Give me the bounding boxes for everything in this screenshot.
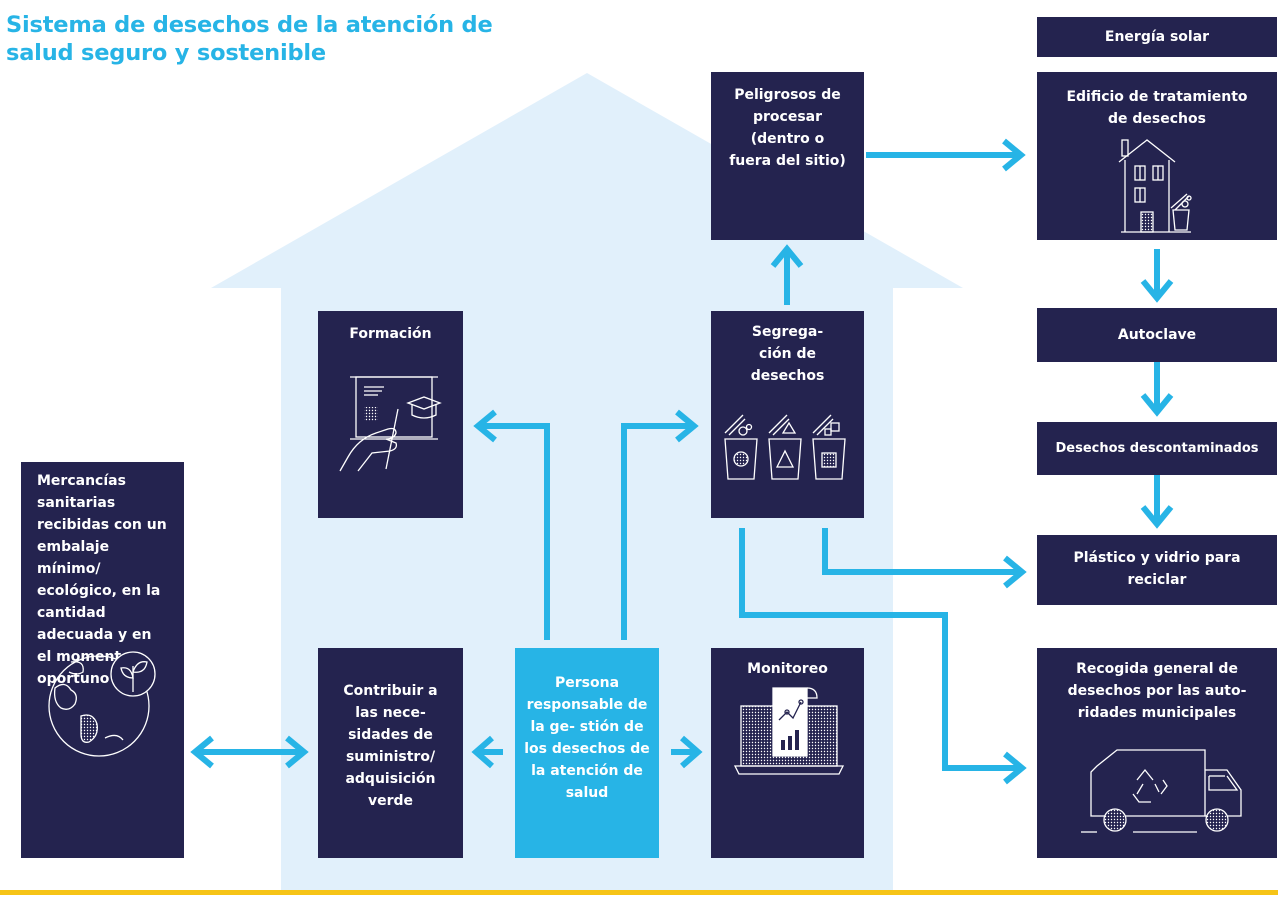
arrow-decontaminated-to-recycle xyxy=(1140,475,1174,529)
box-recycle: Plástico y vidrio para reciclar xyxy=(1037,535,1277,605)
arrow-goods-procurement-bidirectional xyxy=(190,735,309,769)
arrow-autoclave-to-decontaminated xyxy=(1140,362,1174,417)
arrow-segregation-to-hazardous xyxy=(770,244,804,305)
arrow-person-to-segregation xyxy=(621,409,699,640)
box-autoclave: Autoclave xyxy=(1037,308,1277,362)
box-treatment-building: Edificio de tratamiento de desechos xyxy=(1037,72,1277,240)
bottom-accent-bar xyxy=(0,890,1278,895)
flow-arrows xyxy=(190,138,1174,785)
box-responsible-person: Persona responsable de la ge- stión de l… xyxy=(515,648,659,858)
box-monitoring: Monitoreo xyxy=(711,648,864,858)
box-solar-energy: Energía solar xyxy=(1037,17,1277,57)
arrow-building-to-autoclave xyxy=(1140,249,1174,303)
arrow-person-to-monitoring xyxy=(671,735,703,769)
box-hazardous-processing: Peligrosos de procesar (dentro o fuera d… xyxy=(711,72,864,240)
box-health-goods: Mercancías sanitarias recibidas con un e… xyxy=(21,462,184,858)
arrow-hazardous-to-building xyxy=(866,138,1026,172)
presentation-board-icon xyxy=(339,376,442,472)
box-green-procurement: Contribuir a las nece- sidades de sumini… xyxy=(318,648,463,858)
building-with-bin-icon xyxy=(1118,139,1192,233)
arrow-segregation-to-municipal xyxy=(739,528,1027,785)
box-municipal-collection: Recogida general de desechos por las aut… xyxy=(1037,648,1277,858)
arrow-person-to-procurement xyxy=(471,735,503,769)
laptop-report-icon xyxy=(733,687,845,775)
recycling-truck-icon xyxy=(1081,749,1242,833)
box-training: Formación xyxy=(318,311,463,518)
box-waste-segregation: Segrega- ción de desechos xyxy=(711,311,864,518)
three-waste-bins-icon xyxy=(724,414,846,480)
page-title: Sistema de desechos de la atención de sa… xyxy=(6,12,493,66)
arrow-segregation-to-recycle xyxy=(822,528,1027,589)
arrow-person-to-training xyxy=(473,409,550,640)
globe-with-leaf-icon xyxy=(48,651,156,757)
box-decontaminated: Desechos descontaminados xyxy=(1037,422,1277,475)
